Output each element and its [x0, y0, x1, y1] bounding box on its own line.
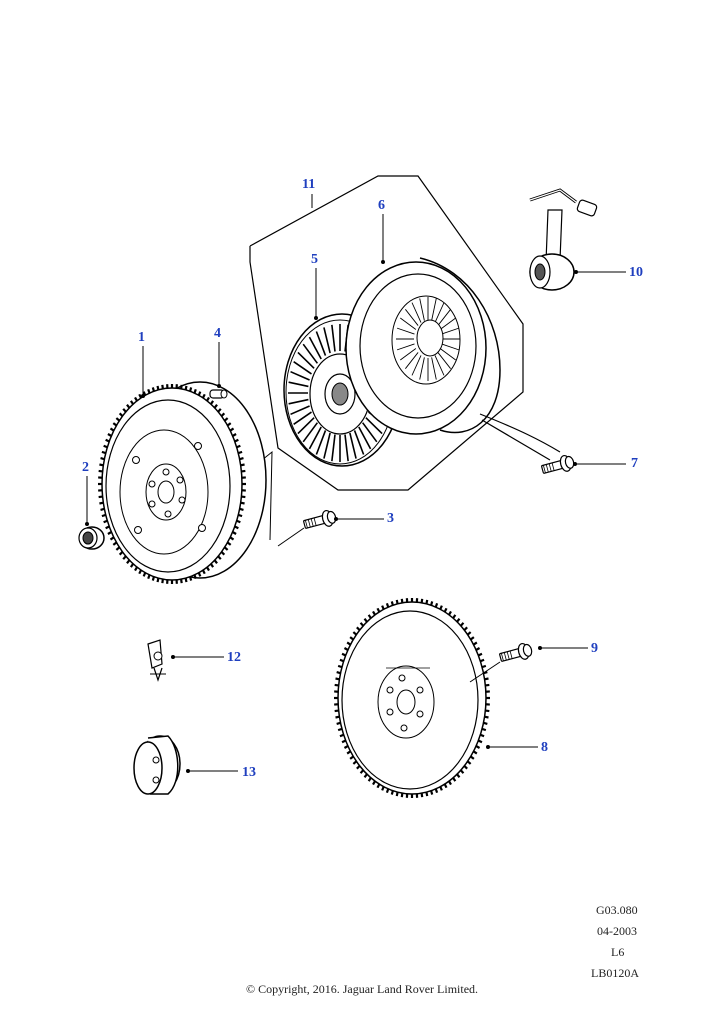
- figure-code: G03.080: [596, 903, 638, 917]
- leader-lines: [86, 194, 626, 772]
- bolt-3[interactable]: [301, 508, 339, 533]
- callout-4[interactable]: 4: [214, 326, 221, 341]
- callout-12[interactable]: 12: [227, 650, 241, 665]
- callout-11[interactable]: 11: [302, 177, 316, 192]
- dowel-pin[interactable]: [209, 389, 228, 399]
- callout-9[interactable]: 9: [591, 641, 598, 656]
- callout-8[interactable]: 8: [541, 740, 548, 755]
- callout-13[interactable]: 13: [242, 765, 256, 780]
- dual-mass-flywheel[interactable]: [98, 381, 273, 584]
- figure-date: 04-2003: [597, 924, 637, 938]
- callout-10[interactable]: 10: [629, 265, 643, 280]
- pressure-plate[interactable]: [345, 257, 561, 461]
- callout-3[interactable]: 3: [387, 511, 394, 526]
- engine-code: L6: [611, 945, 625, 959]
- callout-6[interactable]: 6: [378, 198, 385, 213]
- flexplate[interactable]: [334, 598, 490, 798]
- retaining-clip[interactable]: [147, 639, 166, 682]
- callout-2[interactable]: 2: [82, 460, 89, 475]
- illustration-ref: LB0120A: [591, 966, 639, 980]
- callout-7[interactable]: 7: [631, 456, 638, 471]
- release-bearing[interactable]: [133, 735, 181, 795]
- pilot-bearing[interactable]: [78, 526, 105, 550]
- copyright-notice: © Copyright, 2016. Jaguar Land Rover Lim…: [245, 982, 479, 996]
- slave-cylinder[interactable]: [529, 188, 598, 291]
- callout-1[interactable]: 1: [138, 330, 145, 345]
- callout-5[interactable]: 5: [311, 252, 318, 267]
- bolt-9[interactable]: [497, 641, 535, 666]
- leader-dots: [85, 260, 578, 773]
